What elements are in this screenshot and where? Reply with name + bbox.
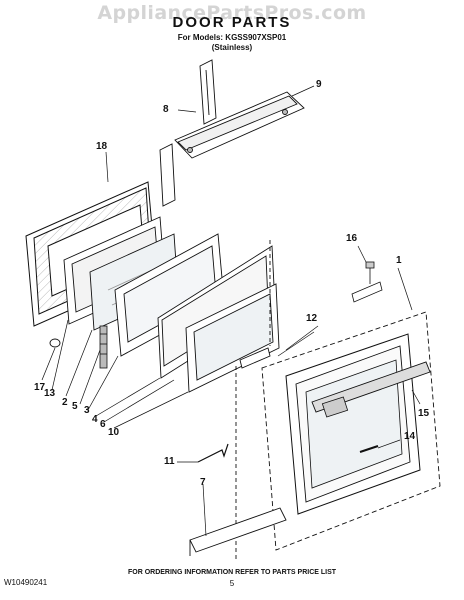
callout-15: 15 — [418, 408, 430, 419]
part-3-glass-pack — [114, 233, 225, 357]
part-8-bracket — [159, 59, 217, 207]
part-9-top-trim — [174, 91, 305, 159]
callout-18: 18 — [96, 141, 108, 152]
callout-14: 14 — [404, 431, 416, 442]
part-7-bottom-trim — [189, 507, 287, 556]
callout-8: 8 — [163, 104, 169, 115]
callout-13: 13 — [44, 388, 56, 399]
watermark: AppliancePartsPros.com — [97, 2, 367, 24]
callout-2: 2 — [62, 397, 68, 408]
page-title: DOOR PARTS — [172, 14, 292, 31]
callout-9: 9 — [316, 79, 322, 90]
callout-10: 10 — [108, 427, 120, 438]
callout-12: 12 — [306, 313, 318, 324]
part-11-wire — [197, 443, 229, 463]
callout-4: 4 — [92, 414, 98, 425]
callout-5: 5 — [72, 401, 78, 412]
callout-6: 6 — [100, 419, 106, 430]
callout-1: 1 — [396, 255, 402, 266]
page-number: 5 — [229, 579, 235, 588]
leader-lines — [41, 85, 421, 537]
part-17-washer — [49, 338, 61, 348]
finish-line: (Stainless) — [211, 43, 253, 52]
models-line: For Models: KGSS907XSP01 — [177, 33, 287, 42]
callout-7: 7 — [200, 477, 206, 488]
callout-16: 16 — [346, 233, 358, 244]
part-5-hinge — [99, 325, 108, 369]
part-16-screw — [351, 261, 383, 303]
callout-3: 3 — [84, 405, 90, 416]
ordering-note: FOR ORDERING INFORMATION REFER TO PARTS … — [127, 569, 337, 576]
part-1-door-assembly — [261, 311, 441, 551]
part-4-6-10-liner — [157, 245, 280, 393]
callout-11: 11 — [164, 456, 175, 467]
callout-17: 17 — [34, 382, 46, 393]
document-code: W10490241 — [4, 578, 48, 587]
